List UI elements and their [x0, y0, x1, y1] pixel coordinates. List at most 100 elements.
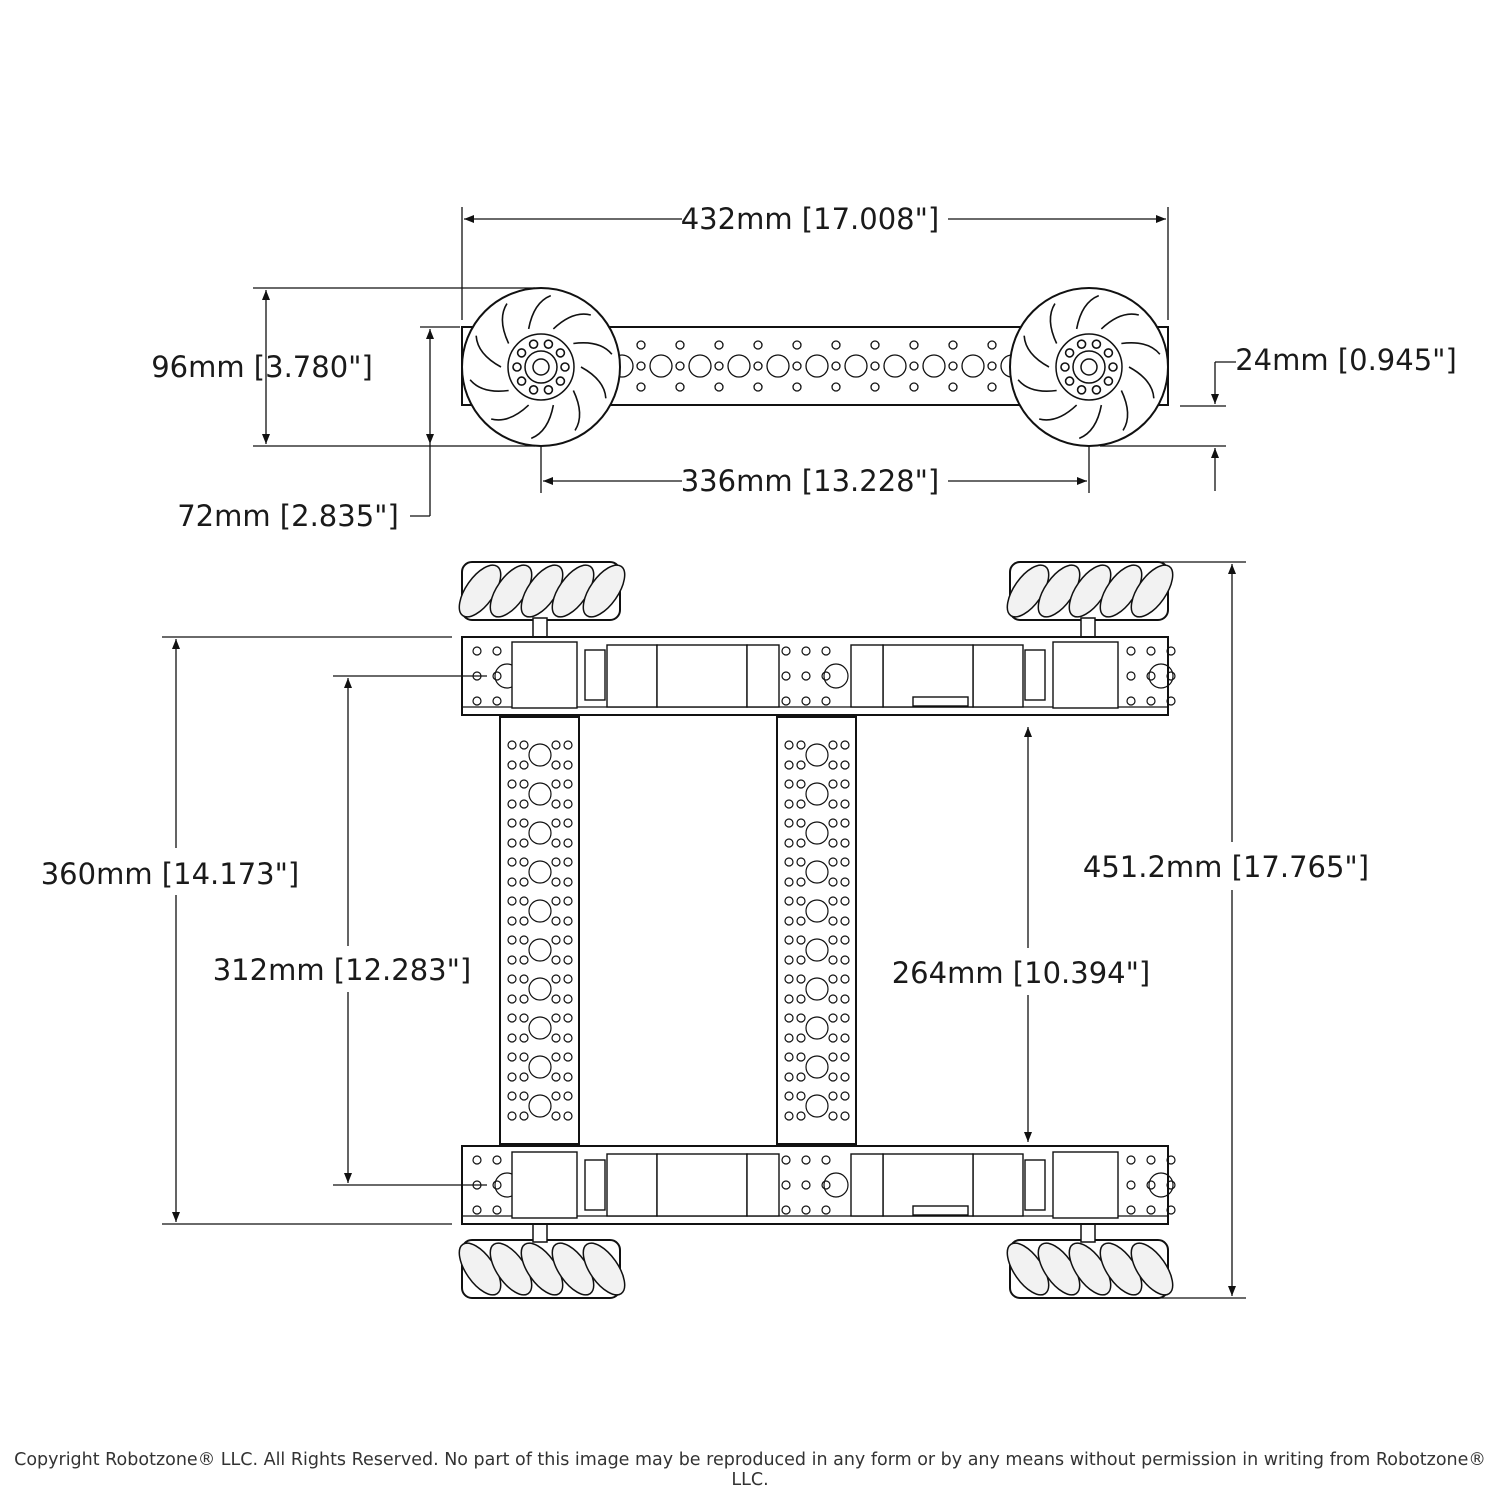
channel-hole — [1126, 1205, 1136, 1215]
channel-hole — [1166, 671, 1176, 681]
channel-hole — [870, 361, 880, 371]
channel-hole — [909, 361, 919, 371]
channel-hole — [784, 994, 794, 1004]
roller-spoke — [475, 335, 502, 368]
channel-hole — [563, 877, 573, 887]
channel-hole — [519, 1091, 529, 1101]
channel-hole — [1146, 1155, 1156, 1165]
channel-hole — [563, 955, 573, 965]
channel-holes — [472, 1155, 1176, 1215]
roller — [582, 1242, 626, 1296]
channel-hole — [805, 1055, 829, 1079]
channel-hole — [821, 1205, 831, 1215]
channel-holes — [507, 740, 573, 1121]
hub-bolt — [1076, 385, 1087, 395]
channel-hole — [801, 671, 811, 681]
channel-hole — [551, 1052, 561, 1062]
channel-hole — [801, 1205, 811, 1215]
channel-hole — [519, 916, 529, 926]
channel-hole — [801, 1155, 811, 1165]
channel-hole — [792, 361, 802, 371]
channel-hole — [831, 382, 841, 392]
channel-hole — [1126, 671, 1136, 681]
channel-hole — [636, 361, 646, 371]
right-mecanum-wheel-side — [1009, 287, 1169, 447]
channel-hole — [563, 818, 573, 828]
channel-hole — [472, 696, 482, 706]
channel-hole — [805, 1094, 829, 1118]
channel-hole — [1146, 1180, 1156, 1190]
front-side-channel — [461, 636, 1176, 716]
channel-hole — [1166, 1180, 1176, 1190]
hub-bolt — [1064, 376, 1075, 386]
channel-hole — [492, 696, 502, 706]
channel-hole — [784, 955, 794, 965]
channel-hole — [781, 696, 791, 706]
channel-hole — [784, 877, 794, 887]
channel-hole — [828, 877, 838, 887]
left-cross-channel — [499, 716, 580, 1145]
channel-hole — [675, 361, 685, 371]
channel-hole — [649, 354, 673, 378]
channel-hole — [563, 740, 573, 750]
channel-hole — [821, 1155, 831, 1165]
channel-hole — [507, 1072, 517, 1082]
channel-hole — [563, 1033, 573, 1043]
rear-side-channel — [461, 1145, 1176, 1225]
side-view-dimensions — [253, 207, 1236, 517]
channel-hole — [828, 1033, 838, 1043]
channel-hole — [472, 1155, 482, 1165]
channel-hole — [828, 818, 838, 828]
channel-hole — [563, 935, 573, 945]
roller-spoke — [552, 313, 592, 330]
hub-bolt — [1060, 362, 1070, 372]
channel-hole — [551, 955, 561, 965]
channel-hole — [828, 857, 838, 867]
channel-hole — [784, 838, 794, 848]
channel-hole — [507, 838, 517, 848]
channel-hole — [519, 760, 529, 770]
channel-hole — [563, 760, 573, 770]
channel-hole — [675, 382, 685, 392]
channel-hole — [784, 1072, 794, 1082]
channel-hole — [519, 1072, 529, 1082]
channel-holes — [472, 646, 1176, 706]
hub-bolt — [1091, 339, 1102, 349]
channel-hole — [727, 354, 751, 378]
channel-hole — [821, 1180, 831, 1190]
channel-hole — [563, 838, 573, 848]
mecanum-wheel-front-right — [1006, 561, 1174, 621]
channel-hole — [796, 838, 806, 848]
channel-hole — [551, 1091, 561, 1101]
channel-hole — [840, 1111, 850, 1121]
roller-spoke — [490, 404, 530, 421]
channel-hole — [805, 743, 829, 767]
wheel-rollers-left — [469, 294, 613, 440]
channel-hole — [828, 1111, 838, 1121]
hub-bolt — [1103, 376, 1114, 386]
channel-hole — [563, 857, 573, 867]
roller-spoke — [1078, 404, 1103, 440]
front-motor-assembly-left — [511, 641, 780, 709]
channel-spacing-label: 312mm [12.283"] — [213, 953, 472, 987]
roller — [1130, 1242, 1174, 1296]
channel-hole — [551, 974, 561, 984]
wheel-rollers-right — [1017, 294, 1161, 440]
channel-hole — [840, 740, 850, 750]
channel-hole — [796, 896, 806, 906]
channel-hole — [840, 779, 850, 789]
channel-hole — [987, 382, 997, 392]
channel-hole — [805, 821, 829, 845]
channel-hole — [1126, 696, 1136, 706]
channel-hole — [492, 1205, 502, 1215]
channel-hole — [781, 1180, 791, 1190]
channel-hole — [507, 974, 517, 984]
roller-spoke — [1100, 313, 1140, 330]
left-mecanum-wheel-side — [461, 287, 621, 447]
channel-hole — [507, 740, 517, 750]
channel-hole — [519, 935, 529, 945]
channel-hole — [784, 1111, 794, 1121]
channel-hole — [828, 740, 838, 750]
channel-hole — [507, 955, 517, 965]
channel-hole — [563, 916, 573, 926]
